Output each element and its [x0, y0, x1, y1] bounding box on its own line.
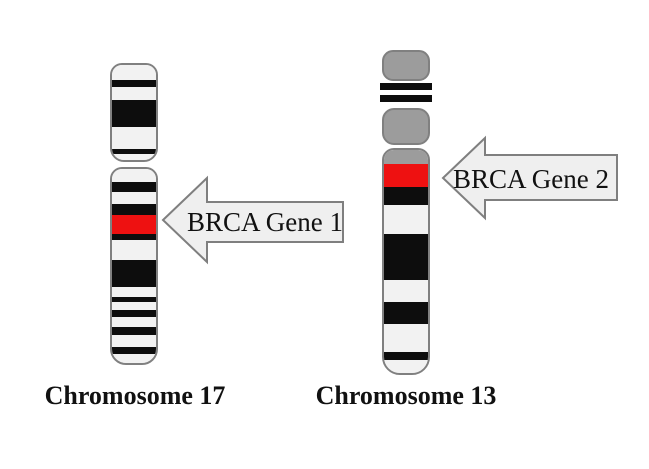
- chromosome-band-black: [112, 297, 156, 302]
- chr13-q-arm: [382, 148, 430, 375]
- chromosome-band-black: [112, 100, 156, 127]
- chromosome-band-black: [112, 182, 156, 192]
- chromosome-band-black: [384, 234, 428, 280]
- chr13-stalk-bar-1: [380, 83, 432, 90]
- brca-gene-1-arrow: [161, 175, 344, 265]
- chromosome-band-black: [112, 204, 156, 215]
- chromosome-band-black: [112, 327, 156, 335]
- chromosome-band-black: [112, 310, 156, 317]
- chromosome-band-black: [112, 149, 156, 154]
- chromosome-band-red: [112, 215, 156, 234]
- chr13-stalk-bar-2: [380, 95, 432, 102]
- chromosome-band-black: [112, 80, 156, 87]
- chr17-p-arm: [110, 63, 158, 162]
- chromosome-17-label: Chromosome 17: [44, 381, 226, 410]
- chromosome-band-light: [112, 335, 156, 347]
- chromosome-band-light: [112, 154, 156, 160]
- chromosome-band-light: [112, 192, 156, 204]
- chromosome-band-black: [112, 260, 156, 287]
- chromosome-band-light: [112, 169, 156, 182]
- brca-gene-2-label: BRCA Gene 2: [453, 164, 609, 194]
- chromosome-band-light: [112, 354, 156, 363]
- brca-gene-1-label: BRCA Gene 1: [187, 207, 343, 237]
- chromosome-band-light: [112, 65, 156, 80]
- chromosome-band-black: [384, 352, 428, 360]
- chr13-satellite-lower: [382, 108, 430, 145]
- chromosome-band-red: [384, 164, 428, 187]
- brca-gene-2-arrow: [441, 135, 618, 221]
- chromosome-band-black: [112, 234, 156, 240]
- chromosome-band-black: [384, 187, 428, 205]
- chr17-q-arm: [110, 167, 158, 365]
- chromosome-band-black: [384, 302, 428, 324]
- chromosome-band-light: [112, 240, 156, 260]
- chromosome-band-light: [384, 205, 428, 234]
- chromosome-band-black: [112, 347, 156, 354]
- chromosome-band-light: [384, 280, 428, 302]
- chromosome-band-gray: [384, 150, 428, 164]
- chromosome-13-label: Chromosome 13: [315, 381, 497, 410]
- chromosome-band-light: [112, 287, 156, 297]
- chromosome-band-light: [112, 317, 156, 327]
- chromosome-band-light: [112, 302, 156, 310]
- chromosome-band-light: [384, 360, 428, 373]
- chromosome-band-light: [112, 127, 156, 149]
- chromosome-band-light: [112, 87, 156, 100]
- chr13-satellite-top: [382, 50, 430, 81]
- chromosome-band-light: [384, 324, 428, 352]
